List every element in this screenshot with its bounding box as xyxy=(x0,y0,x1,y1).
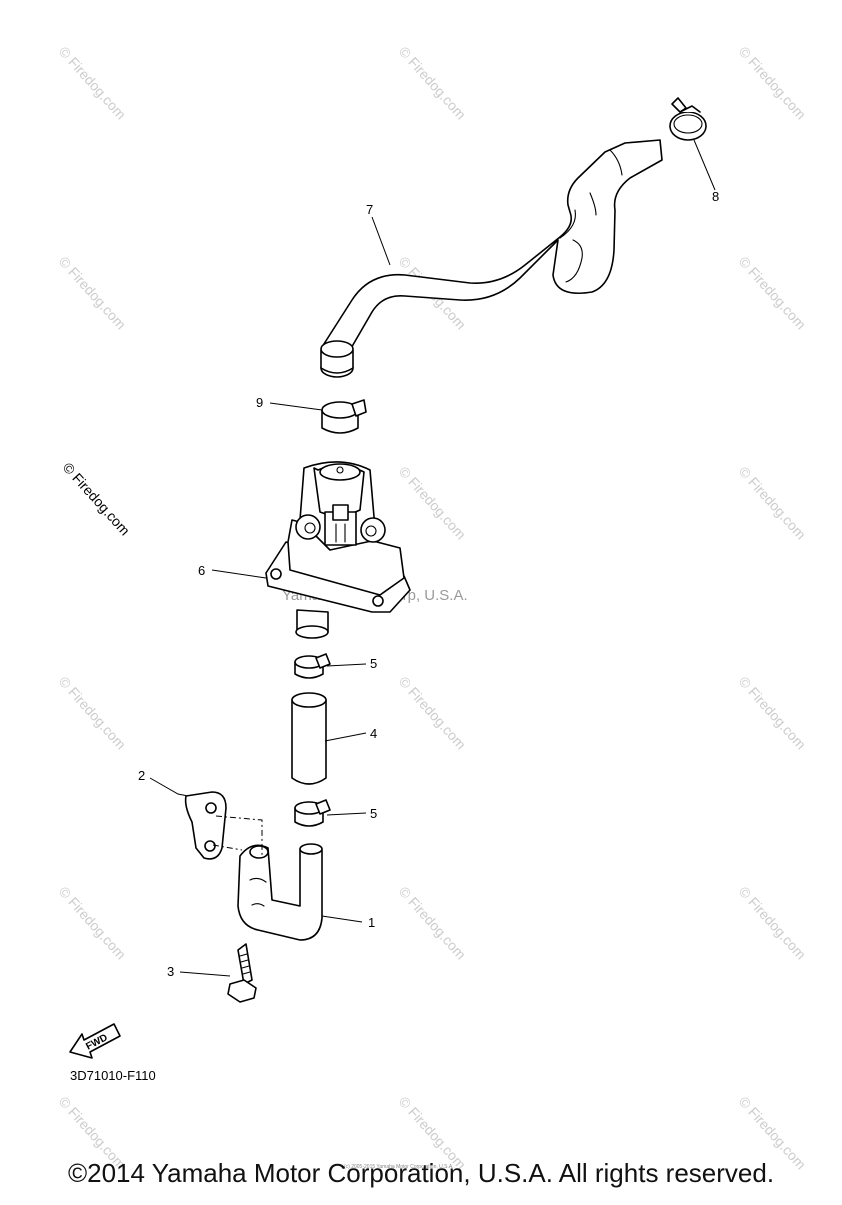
callout-9: 9 xyxy=(256,395,263,410)
part-8-clip xyxy=(669,97,707,141)
callout-8: 8 xyxy=(712,189,719,204)
part-5-clip-upper xyxy=(294,653,331,679)
watermark-text: © Firedog.com xyxy=(396,43,469,122)
callout-7: 7 xyxy=(366,202,373,217)
center-lines xyxy=(212,815,263,858)
fwd-label: FWD xyxy=(84,1032,109,1052)
fine-print: (c) 2005-2015 Yamaha Motor Corporation, … xyxy=(344,1164,454,1170)
watermark-text: © Firedog.com xyxy=(56,253,129,332)
watermark-text-dark: © Firedog.com xyxy=(60,459,133,538)
watermark-text: © Firedog.com xyxy=(736,463,809,542)
part-3-bolt xyxy=(227,943,257,1003)
callout-2: 2 xyxy=(138,768,145,783)
part-4-hose xyxy=(291,692,327,785)
watermark-text: © Firedog.com xyxy=(56,883,129,962)
watermark-layer: © Firedog.com © Firedog.com © Firedog.co… xyxy=(56,43,809,1172)
watermark-text: © Firedog.com xyxy=(396,673,469,752)
watermark-text: © Firedog.com xyxy=(396,463,469,542)
watermark-text: © Firedog.com xyxy=(396,883,469,962)
copyright-footer: ©2014 Yamaha Motor Corporation, U.S.A. A… xyxy=(67,1158,775,1188)
callout-1: 1 xyxy=(368,915,375,930)
watermark-text: © Firedog.com xyxy=(56,43,129,122)
watermark-text: © Firedog.com xyxy=(736,673,809,752)
diagram-code: 3D71010-F110 xyxy=(70,1068,156,1083)
part-2-gasket xyxy=(184,791,227,860)
watermark-text: © Firedog.com xyxy=(736,883,809,962)
part-6-valve xyxy=(265,461,411,639)
leader-lines xyxy=(149,139,716,977)
callout-5-lower: 5 xyxy=(370,806,377,821)
callouts: 7 8 9 6 5 4 5 2 1 3 xyxy=(138,189,719,979)
part-9-clip xyxy=(321,399,367,434)
callout-5-upper: 5 xyxy=(370,656,377,671)
part-1-pipe xyxy=(237,843,323,941)
watermark-text: © Firedog.com xyxy=(56,673,129,752)
watermark-text: © Firedog.com xyxy=(736,43,809,122)
callout-3: 3 xyxy=(167,964,174,979)
callout-6: 6 xyxy=(198,563,205,578)
fwd-arrow: FWD xyxy=(69,1023,121,1059)
part-7-hose xyxy=(320,139,663,378)
callout-4: 4 xyxy=(370,726,377,741)
watermark-text: © Firedog.com xyxy=(736,253,809,332)
part-5-clip-lower xyxy=(294,799,331,827)
